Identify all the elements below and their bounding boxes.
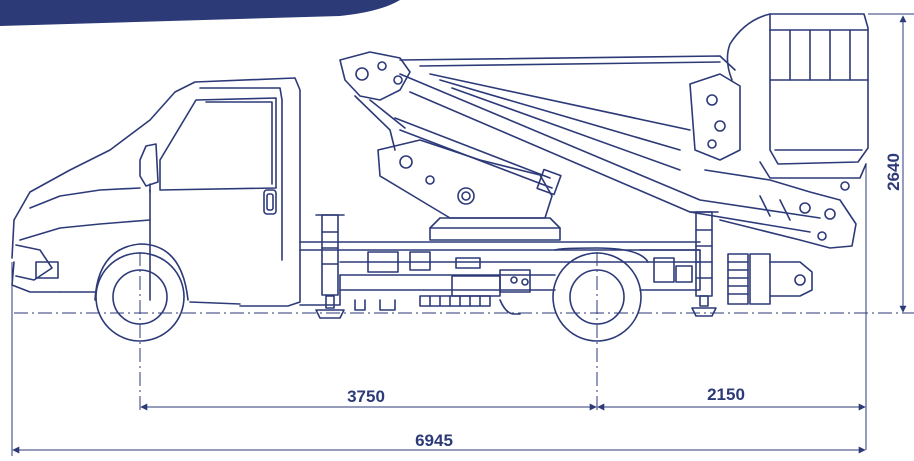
chassis-frame xyxy=(299,241,701,315)
turret xyxy=(377,139,561,241)
height-label: 2640 xyxy=(884,153,903,191)
rear-overhang-label: 2150 xyxy=(707,385,745,404)
boom-arm xyxy=(339,51,857,249)
front-outrigger xyxy=(315,214,345,319)
header-banner xyxy=(0,0,400,26)
overall-length-label: 6945 xyxy=(415,431,453,450)
wheelbase-label: 3750 xyxy=(347,387,385,406)
truck-cab xyxy=(11,77,301,307)
work-basket xyxy=(726,13,869,179)
